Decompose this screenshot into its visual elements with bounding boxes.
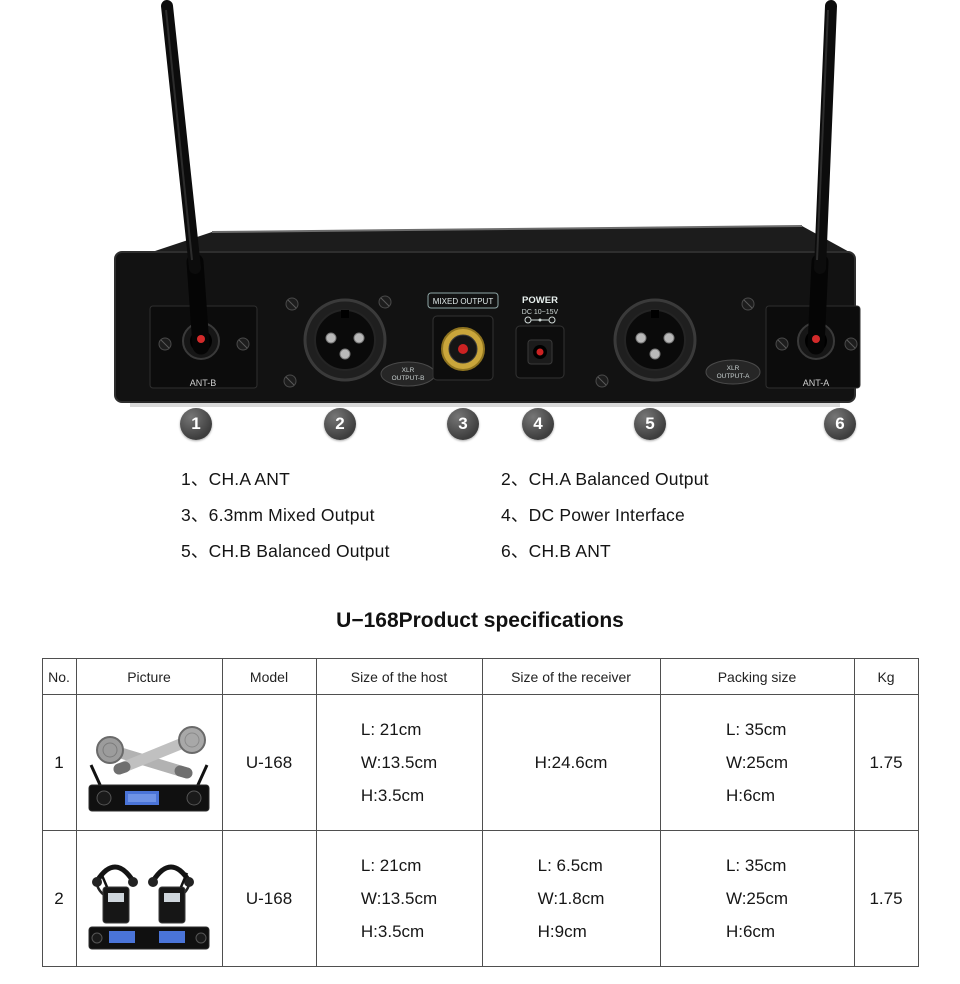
dim-line: L: 35cm [725, 855, 787, 875]
page-title: U−168Product specifications [336, 609, 624, 632]
header-packing-size: Packing size [659, 658, 855, 695]
dim-line: W:25cm [725, 888, 789, 908]
dim-line: W:13.5cm [360, 752, 438, 772]
header-no: No. [41, 658, 77, 695]
ant-a-red-dot [812, 335, 820, 343]
power-text: POWER [522, 295, 558, 306]
xlr-connector-a [613, 298, 697, 382]
dim-line: W:1.8cm [537, 888, 605, 908]
callout-2: 2 [324, 408, 356, 440]
dim-line: W:13.5cm [360, 888, 438, 908]
row2-size-receiver: L: 6.5cm W:1.8cm H:9cm [481, 830, 661, 967]
dim-line: H:24.6cm [534, 752, 608, 772]
row1-no: 1 [41, 694, 77, 831]
header-size-receiver: Size of the receiver [481, 658, 661, 695]
xlr-text: XLR [402, 367, 415, 374]
row2-no: 2 [41, 830, 77, 967]
ant-a-text: ANT-A [803, 378, 830, 388]
bodypack-right-icon [158, 872, 189, 923]
panel-screws [158, 295, 858, 388]
legend-item-4: 4、DC Power Interface [501, 505, 685, 525]
dim-line: H:6cm [725, 786, 776, 806]
row1-picture [75, 694, 223, 831]
header-model: Model [221, 658, 317, 695]
antenna-right [807, 0, 837, 355]
dim-line: H:6cm [725, 922, 776, 942]
callout-1: 1 [180, 408, 212, 440]
row2-size-host: L: 21cm W:13.5cm H:3.5cm [315, 830, 483, 967]
legend-item-6: 6、CH.B ANT [501, 541, 611, 561]
receiver-antenna-icon [89, 763, 103, 788]
receiver-rear-panel-illustration: XLR OUTPUT-B MIXED OUTPUT POWER DC 10~15… [114, 0, 861, 407]
dim-line: H:3.5cm [360, 786, 425, 806]
dim-line: L: 35cm [725, 719, 787, 739]
callout-legend: 1、CH.A ANT 2、CH.A Balanced Output 3、6.3m… [0, 466, 960, 563]
dim-line: W:25cm [725, 752, 789, 772]
header-size-host: Size of the host [315, 658, 483, 695]
callout-4: 4 [522, 408, 554, 440]
antenna-left [161, 0, 210, 355]
xlr-connector-b [303, 298, 387, 382]
header-picture: Picture [75, 658, 223, 695]
legend-item-2: 2、CH.A Balanced Output [501, 469, 709, 489]
xlr-text: XLR [727, 365, 740, 372]
row2-model: U-168 [221, 830, 317, 967]
product-photo-handheld-set [88, 725, 210, 811]
handheld-mic-left-icon [96, 735, 193, 778]
mixed-output-text: MIXED OUTPUT [433, 297, 494, 306]
ant-b-red-dot [197, 335, 205, 343]
row2-picture [75, 830, 223, 967]
row1-size-receiver: H:24.6cm [481, 694, 661, 831]
output-a-text: OUTPUT-A [717, 373, 751, 380]
device-photo: XLR OUTPUT-B MIXED OUTPUT POWER DC 10~15… [0, 0, 960, 452]
row1-model: U-168 [221, 694, 317, 831]
row1-kg: 1.75 [853, 694, 919, 831]
row2-kg: 1.75 [853, 830, 919, 967]
row2-packing-size: L: 35cm W:25cm H:6cm [659, 830, 855, 967]
xlr-output-b-label: XLR OUTPUT-B [380, 361, 436, 387]
ant-b-text: ANT-B [190, 378, 217, 388]
legend-item-1: 1、CH.A ANT [181, 469, 290, 489]
product-photo-headset-set [88, 864, 210, 949]
dim-line: L: 21cm [360, 855, 422, 875]
callout-3: 3 [447, 408, 479, 440]
dc-rating-text: DC 10~15V [522, 309, 559, 316]
dim-line: H:3.5cm [360, 922, 425, 942]
legend-item-5: 5、CH.B Balanced Output [181, 541, 390, 561]
dim-line: L: 21cm [360, 719, 422, 739]
legend-item-3: 3、6.3mm Mixed Output [181, 505, 375, 525]
output-b-text: OUTPUT-B [392, 375, 425, 382]
dim-line: H:9cm [537, 922, 587, 942]
row1-size-host: L: 21cm W:13.5cm H:3.5cm [315, 694, 483, 831]
specifications-table: No. Picture Model Size of the host Size … [41, 658, 919, 967]
dc-polarity-icon [524, 316, 556, 324]
dim-line: L: 6.5cm [537, 855, 603, 875]
callout-5: 5 [634, 408, 666, 440]
chassis-top-edge-highlight [211, 225, 803, 233]
callout-6: 6 [824, 408, 856, 440]
header-kg: Kg [853, 658, 919, 695]
receiver-antenna-icon [195, 763, 209, 788]
dc-power-jack: POWER DC 10~15V [515, 295, 565, 379]
mixed-output-jack: MIXED OUTPUT [427, 292, 499, 381]
table-header-row: No. Picture Model Size of the host Size … [41, 658, 919, 695]
table-row: 2 [41, 830, 919, 967]
receiver-unit-icon [88, 926, 210, 949]
handheld-mic-right-icon [113, 725, 206, 774]
bodypack-left-icon [99, 872, 130, 923]
panel-shadow [130, 400, 840, 407]
receiver-unit-icon [88, 784, 210, 811]
xlr-output-a-label: XLR OUTPUT-A [705, 359, 761, 385]
row1-packing-size: L: 35cm W:25cm H:6cm [659, 694, 855, 831]
table-row: 1 [41, 694, 919, 831]
